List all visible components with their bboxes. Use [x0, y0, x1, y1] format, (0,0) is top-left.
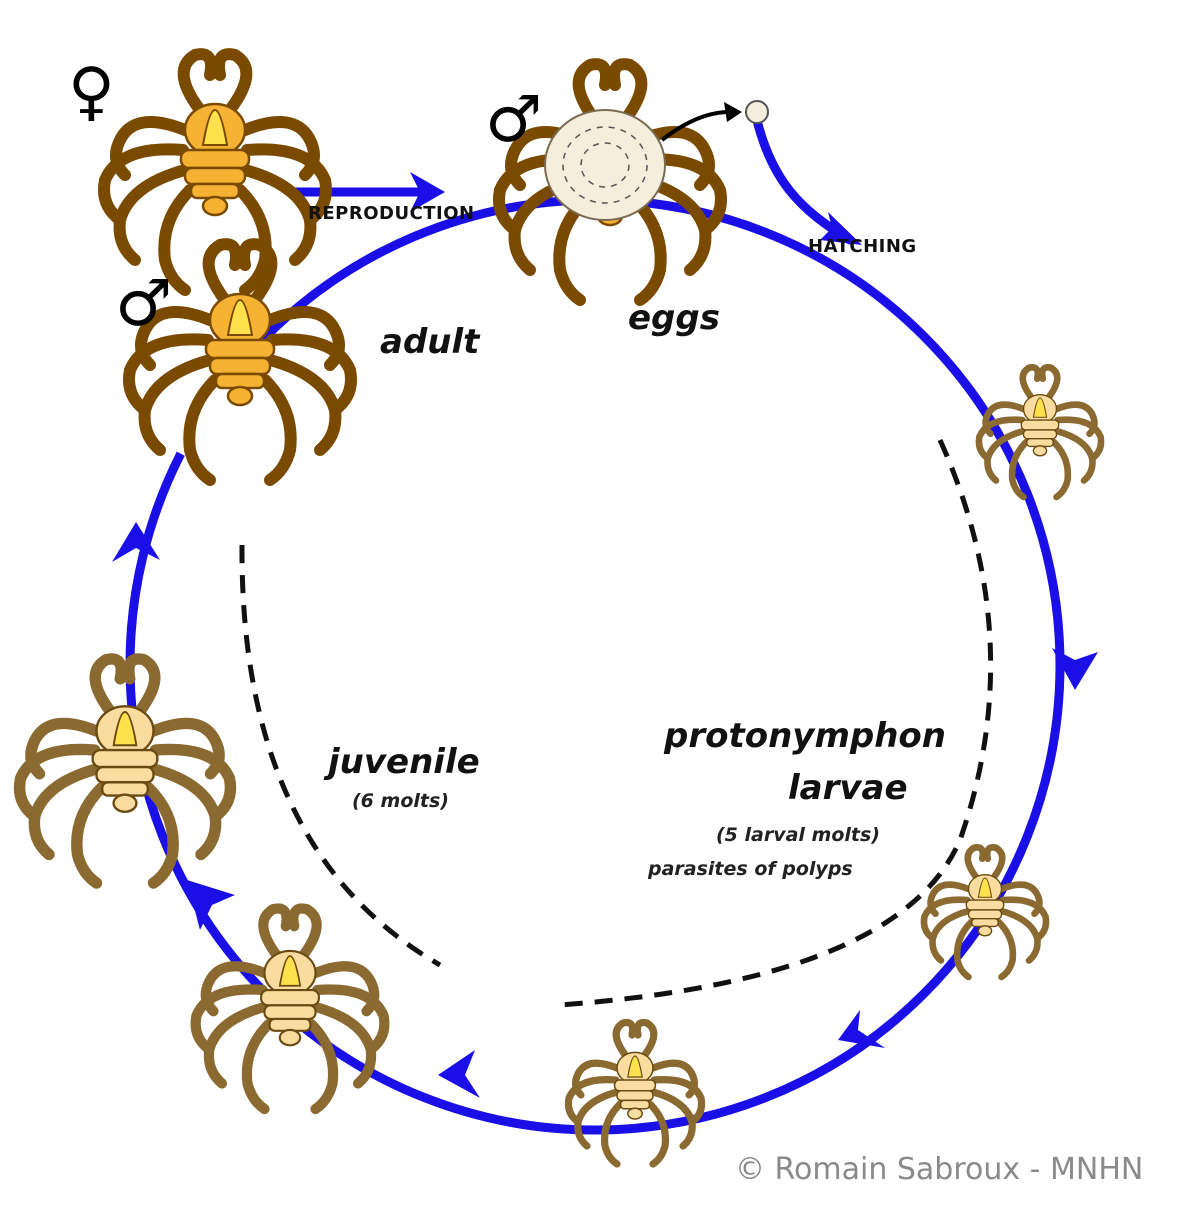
- arrowhead-larvae-2: [838, 1010, 885, 1048]
- arrowhead-bottom: [438, 1050, 480, 1098]
- male-symbol-adult: ♂: [115, 267, 173, 341]
- copyright-credit: © Romain Sabroux - MNHN: [735, 1152, 1144, 1187]
- adult-label: adult: [380, 322, 480, 362]
- dashed-arcs: [239, 438, 994, 1008]
- larvae-label-line1: protonymphon: [664, 716, 946, 756]
- female-symbol: ♀: [68, 55, 115, 129]
- male-with-eggs-illustration: [499, 64, 721, 300]
- juvenile-note: (6 molts): [352, 790, 449, 812]
- male-symbol-eggs: ♂: [485, 83, 543, 157]
- larvae-note-molts: (5 larval molts): [716, 824, 880, 846]
- arrowhead-larvae-1: [1052, 648, 1098, 690]
- cycle-arrowheads: [112, 172, 1098, 1098]
- larva-stage-3-illustration: [568, 1023, 701, 1165]
- arrowhead-hatching: [820, 212, 862, 245]
- juvenile-stage-2-illustration: [20, 659, 231, 883]
- arrowhead-juvenile-1: [187, 880, 235, 930]
- eggs-label: eggs: [628, 298, 720, 338]
- hatching-label: HATCHING: [808, 236, 917, 257]
- dashed-arc-juvenile: [239, 544, 442, 968]
- larva-stage-2-illustration: [924, 847, 1046, 977]
- reproduction-label: REPRODUCTION: [308, 203, 475, 224]
- arrowhead-juvenile-2: [112, 522, 160, 562]
- egg-release-arrowhead: [724, 102, 742, 122]
- larvae-note-parasites: parasites of polyps: [648, 858, 853, 880]
- juvenile-label: juvenile: [328, 742, 480, 782]
- arrowhead-reproduction: [410, 172, 445, 212]
- released-egg: [745, 100, 769, 124]
- larvae-label-line2: larvae: [788, 768, 908, 808]
- dashed-arc-larvae: [559, 438, 994, 1008]
